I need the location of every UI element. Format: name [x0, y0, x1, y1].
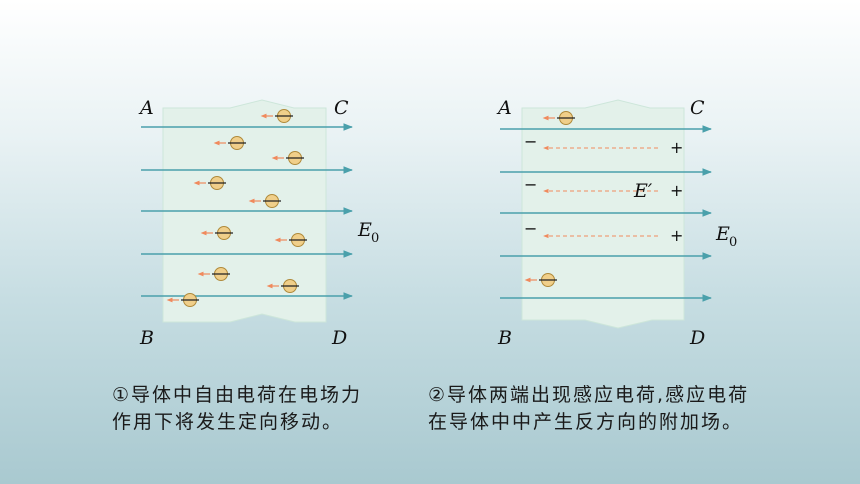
right-label-b: B	[497, 327, 512, 349]
free-electron-7	[274, 233, 307, 247]
left-caption: ①导体中自由电荷在电场力 作用下将发生定向移动。	[112, 382, 362, 436]
free-electron-9	[266, 279, 299, 293]
right-field-label: E	[715, 223, 730, 245]
left-field-subscript: 0	[371, 231, 379, 246]
right-caption-line-2: 在导体中中产生反方向的附加场。	[428, 411, 744, 433]
free-electron-2	[213, 136, 246, 150]
negative-charge-2: −	[524, 175, 537, 194]
left-caption-line-1: ①导体中自由电荷在电场力	[112, 384, 363, 406]
left-panel: A C B D E 0	[138, 97, 379, 349]
free-electron-8	[197, 267, 230, 281]
positive-charge-2: +	[670, 181, 683, 200]
left-label-a: A	[138, 97, 154, 119]
free-electron-6	[200, 226, 233, 240]
free-electron-5	[248, 194, 281, 208]
right-free-electrons	[524, 111, 575, 287]
free-electron-4	[193, 176, 226, 190]
left-caption-line-2: 作用下将发生定向移动。	[112, 411, 344, 433]
negative-charge-1: −	[524, 132, 537, 151]
free-electron-1	[260, 109, 293, 123]
right-caption: ②导体两端出现感应电荷,感应电荷 在导体中中产生反方向的附加场。	[428, 382, 749, 436]
positive-charge-1: +	[670, 138, 683, 157]
right-field-lines	[500, 125, 712, 302]
left-field-label: E	[357, 219, 372, 241]
right-conductor-slab	[521, 99, 685, 329]
free-electron-3	[271, 151, 304, 165]
right-panel: − − − + + + E′ A C B D E 0	[496, 97, 737, 349]
positive-charge-3: +	[670, 226, 683, 245]
free-electron-10	[166, 293, 199, 307]
right-field-subscript: 0	[729, 235, 737, 250]
right-label-a: A	[496, 97, 512, 119]
right-induced-field-lines	[543, 145, 658, 239]
left-free-electrons	[166, 109, 307, 307]
left-label-c: C	[334, 97, 349, 119]
induced-field-label: E′	[633, 180, 653, 202]
left-field-lines	[141, 123, 353, 300]
negative-charge-3: −	[524, 219, 537, 238]
right-label-d: D	[689, 327, 705, 349]
left-label-d: D	[331, 327, 347, 349]
left-label-b: B	[139, 327, 154, 349]
right-caption-line-1: ②导体两端出现感应电荷,感应电荷	[428, 384, 750, 406]
free-electron-1	[542, 111, 575, 125]
right-label-c: C	[690, 97, 705, 119]
free-electron-2	[524, 273, 557, 287]
